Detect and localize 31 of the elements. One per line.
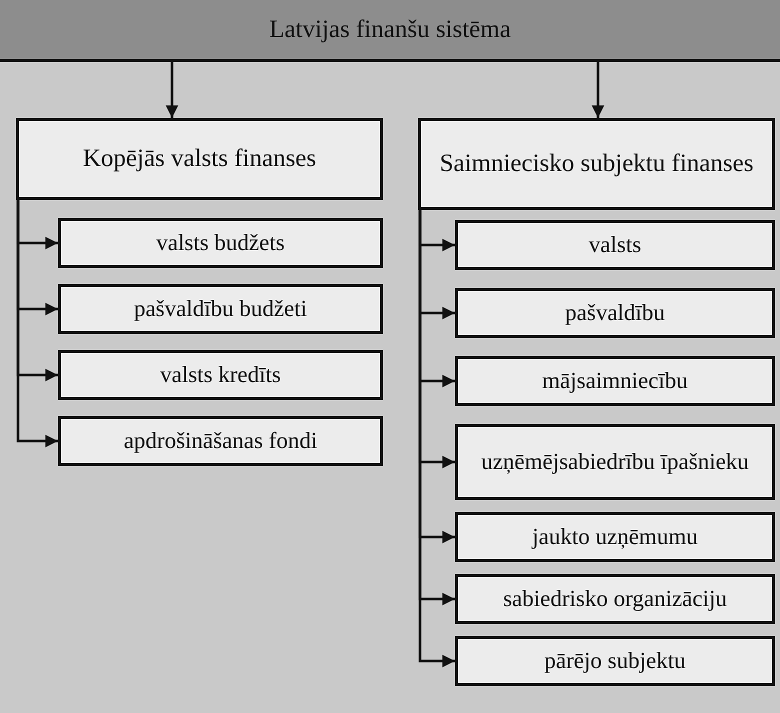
process-box [58,350,383,400]
process-box [58,284,383,334]
box-label: sabiedrisko organizāciju [503,584,727,613]
box-label: Saimniecisko subjektu finanses [440,149,754,180]
arrow [16,200,58,448]
box-label: mājsaimniecību [542,366,688,395]
box-label: apdrošināšanas fondi [124,426,318,455]
process-box [58,416,383,466]
process-box [455,356,775,406]
process-box [16,118,383,200]
box-label: valsts [588,230,642,259]
process-box [455,424,775,500]
box-label: uzņēmējsabiedrību īpašnieku [481,448,749,476]
process-box [418,118,775,210]
box-label: valsts budžets [156,228,285,257]
process-box [455,636,775,686]
arrow [166,62,178,118]
process-box [455,574,775,624]
title-banner [0,0,780,62]
process-box [455,512,775,562]
box-label: Kopējās valsts finanses [82,144,316,174]
box-label: valsts kredīts [160,360,281,389]
process-box [455,220,775,270]
process-box [455,288,775,338]
process-box [58,218,383,268]
box-label: Latvijas finanšu sistēma [269,14,511,45]
box-label: pašvaldību budžeti [134,294,308,323]
arrow [592,62,604,118]
box-label: jaukto uzņēmumu [532,522,698,551]
box-label: pārējo subjektu [544,646,686,675]
box-label: pašvaldību [565,298,665,327]
